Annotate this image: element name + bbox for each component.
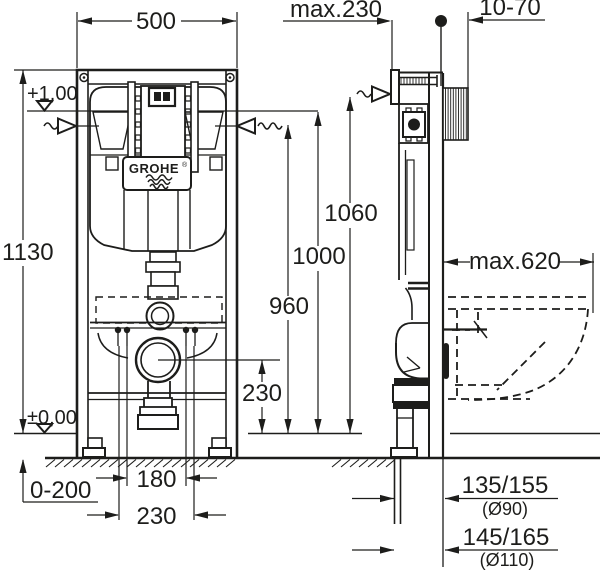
threaded-rod — [400, 77, 426, 85]
max-bowl-depth-label: max.620 — [469, 248, 561, 275]
ceramic-outline-arcs — [97, 332, 218, 359]
registered-mark: ® — [182, 161, 188, 169]
level-marker-floor: ±0,00 — [27, 407, 77, 435]
brand-name-label: GROHE — [129, 161, 179, 176]
dim-max-depth: max.230 — [283, 0, 393, 102]
dim-fixing-spacing: 180 230 — [87, 346, 226, 530]
side-view-frame — [390, 69, 488, 458]
frame-height-dim-label: 1130 — [2, 239, 54, 266]
outlet-height-label: 230 — [242, 380, 282, 407]
fastener — [402, 107, 426, 142]
dim-outlet-height: 230 — [242, 360, 282, 433]
frame-foot-side — [390, 447, 418, 458]
frame-feet-front — [82, 437, 232, 458]
dim-outlet-offset-d110: 145/165 (Ø110) — [352, 524, 558, 570]
dim-foot-adjustment: 0-200 — [19, 459, 98, 504]
upper-level-label: +1,00 — [27, 83, 78, 105]
max-depth-dim-label: max.230 — [290, 0, 382, 23]
dim-frame-width: 500 — [76, 8, 238, 68]
grohe-logo: GROHE ® — [122, 156, 192, 191]
wall-finish-dim-label: 10-70 — [479, 0, 540, 21]
supply-height-front-label: 960 — [269, 293, 309, 320]
drain-socket-front — [137, 381, 179, 430]
outlet-offset-d90-label: 135/155 — [462, 472, 549, 499]
actuator-plate — [390, 69, 400, 105]
tank-pocket-left — [92, 111, 132, 150]
service-opening-dashed — [95, 296, 223, 324]
floor-level-label: ±0,00 — [27, 407, 77, 429]
fixing-spacing-outer-label: 230 — [136, 503, 176, 530]
dim-wall-finish: 10-70 — [467, 0, 545, 88]
foot-adjustment-label: 0-200 — [30, 477, 91, 504]
pipe-strap — [443, 343, 449, 379]
flush-valve-window — [147, 86, 177, 108]
outlet-offset-d90-note: (Ø90) — [482, 499, 528, 519]
water-inlet-arrow-side — [356, 85, 393, 103]
level-height-label: 1000 — [292, 243, 345, 270]
water-inlet-arrow-left — [43, 117, 99, 135]
outlet-offset-d110-note: (Ø110) — [480, 550, 535, 570]
frame-width-dim-label: 500 — [136, 8, 176, 35]
flush-bend-flange — [145, 301, 175, 331]
drain-outlet-front — [134, 336, 280, 384]
dim-supply-height-side: 1060 — [324, 97, 378, 433]
floor-hatching-right — [331, 459, 396, 468]
dim-level-height: 1000 — [292, 112, 346, 433]
outlet-offset-d110-label: 145/165 — [463, 524, 550, 551]
supply-height-side-label: 1060 — [324, 200, 377, 227]
toilet-bowl-dashed-outline — [448, 253, 594, 401]
grohe-wave-icon — [145, 174, 173, 190]
drain-pipe-below-floor — [393, 457, 402, 524]
wall-section-hatch — [442, 87, 469, 141]
dim-frame-height: 1130 — [2, 69, 76, 433]
drain-socket-side — [392, 384, 430, 403]
reference-dot — [435, 15, 447, 86]
fixing-spacing-inner-label: 180 — [136, 466, 176, 493]
dim-max-bowl-depth: max.620 — [444, 248, 594, 275]
flush-pipe — [123, 190, 191, 300]
dim-outlet-offset-d90: 135/155 (Ø90) — [352, 472, 558, 519]
bowl-fixing-bolts — [114, 326, 199, 346]
level-marker-top: +1,00 — [27, 83, 318, 113]
dim-supply-height-front: 960 — [269, 125, 309, 433]
water-inlet-arrow-right — [215, 117, 283, 135]
